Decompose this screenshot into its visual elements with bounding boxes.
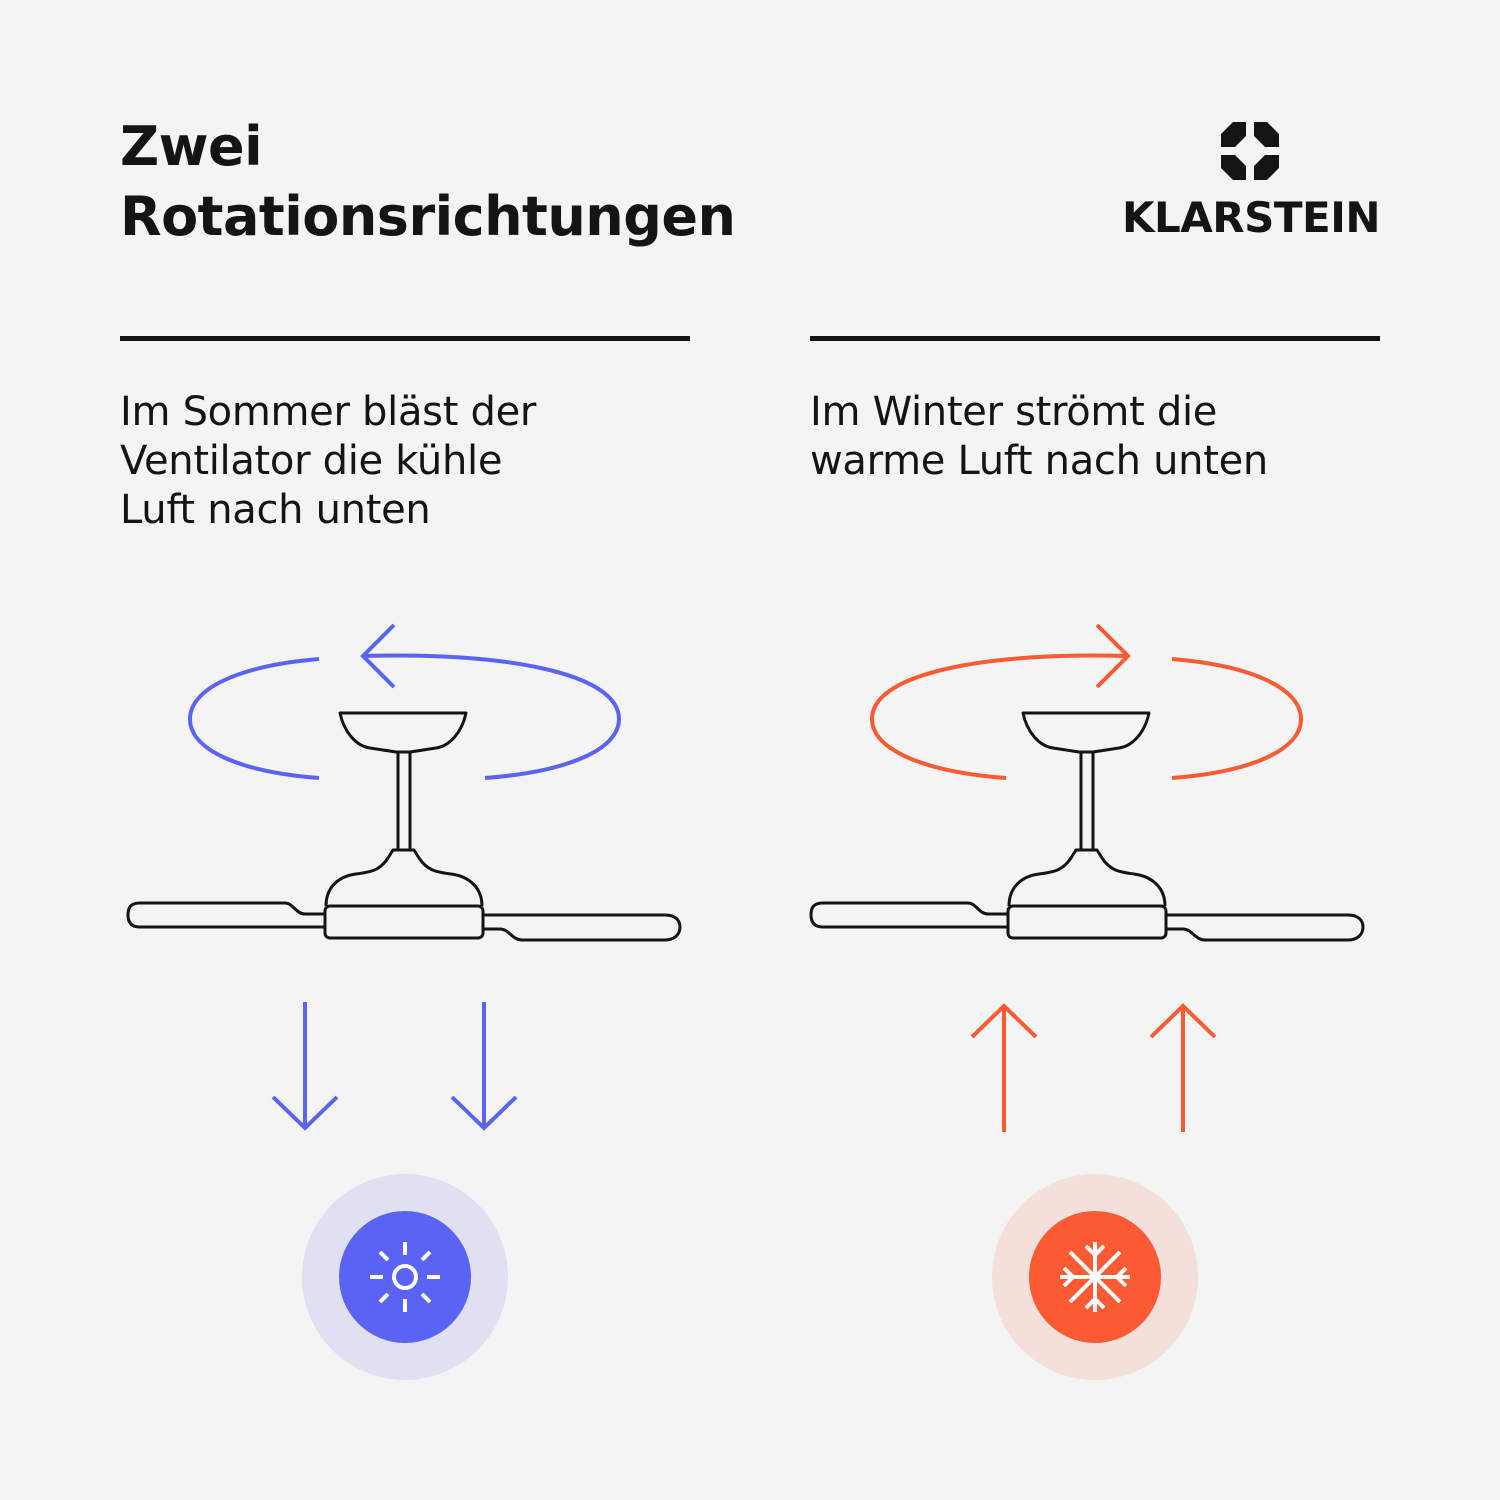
summer-line-3: Luft nach unten	[120, 487, 431, 533]
snowflake-icon	[1060, 1242, 1130, 1312]
summer-airflow-arrows-down	[271, 1002, 518, 1131]
winter-airflow-arrows-up	[970, 1003, 1217, 1132]
winter-illustration	[809, 623, 1365, 1380]
summer-badge	[302, 1174, 508, 1380]
summer-line-2: Ventilator die kühle	[120, 438, 503, 484]
winter-rotation-arrow	[869, 623, 1304, 780]
winter-ceiling-fan	[809, 711, 1365, 942]
klarstein-logo-icon	[1219, 120, 1281, 182]
summer-rotation-arrow	[187, 623, 622, 780]
title-line-2: Rotationsrichtungen	[120, 185, 736, 248]
summer-line-1: Im Sommer bläst der	[120, 389, 537, 435]
winter-line-1: Im Winter strömt die	[810, 389, 1218, 435]
title-line-1: Zwei	[120, 115, 263, 178]
divider-right	[810, 336, 1380, 341]
winter-description: Im Winter strömt die warme Luft nach unt…	[810, 388, 1268, 486]
page-title: Zwei Rotationsrichtungen	[120, 112, 736, 252]
summer-description: Im Sommer bläst der Ventilator die kühle…	[120, 388, 536, 535]
winter-line-2: warme Luft nach unten	[810, 438, 1268, 484]
brand-name: KLARSTEIN	[1121, 193, 1381, 242]
summer-ceiling-fan	[126, 711, 682, 942]
summer-illustration	[126, 623, 682, 1380]
brand-logo: KLARSTEIN	[1115, 118, 1387, 243]
winter-badge	[992, 1174, 1198, 1380]
divider-left	[120, 336, 690, 341]
sun-icon	[370, 1242, 440, 1312]
